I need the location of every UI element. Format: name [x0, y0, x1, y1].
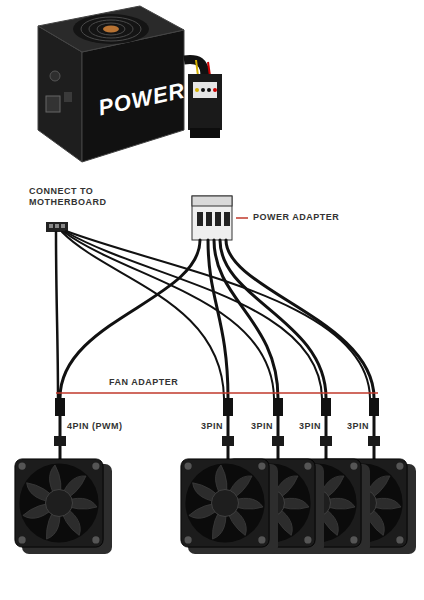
wire-bundle	[226, 240, 374, 398]
fan-connectors	[54, 398, 380, 460]
motherboard-connector	[46, 222, 68, 232]
power-adapter	[224, 212, 230, 226]
fan-connectors	[373, 446, 376, 460]
fan-connectors	[373, 416, 376, 436]
power-supply	[64, 92, 72, 102]
power-adapter	[197, 212, 203, 226]
fan-connectors	[59, 416, 62, 436]
fan-group	[181, 459, 269, 547]
fan-connectors	[277, 446, 280, 460]
power-supply	[97, 23, 125, 35]
wire-bundle	[56, 231, 374, 398]
fan-connectors	[369, 398, 379, 416]
power-supply	[89, 20, 133, 38]
power-adapter	[192, 196, 232, 206]
wire-bundle	[60, 240, 200, 398]
fan-connectors	[54, 436, 66, 446]
molex-connector	[193, 82, 217, 98]
motherboard-connector	[46, 222, 68, 232]
fan-connectors	[325, 446, 328, 460]
wire-bundle	[66, 231, 370, 398]
power-supply	[46, 96, 60, 112]
molex-connector	[184, 60, 205, 76]
fan-connectors	[227, 416, 230, 436]
motherboard-connector	[55, 224, 59, 228]
pin-label: 3PIN	[298, 421, 322, 432]
fan-connectors	[54, 398, 66, 460]
leader-line	[56, 392, 378, 394]
fan	[15, 459, 103, 547]
callout-label: FAN ADAPTER	[108, 377, 179, 388]
fan	[15, 459, 112, 554]
wire-bundle	[62, 232, 224, 398]
fan-group	[181, 459, 416, 554]
callout-label: POWER ADAPTER	[252, 212, 340, 223]
motherboard-connector	[49, 224, 53, 228]
power-supply	[38, 6, 184, 52]
fan-connectors	[59, 446, 62, 460]
fan-connectors	[223, 398, 233, 416]
power-adapter	[236, 217, 248, 219]
power-supply	[73, 14, 149, 44]
callout-label: CONNECT TO MOTHERBOARD	[28, 186, 130, 208]
pin-label: 3PIN	[346, 421, 370, 432]
molex-connector	[188, 74, 222, 130]
fan-connectors	[277, 416, 280, 436]
fan-connectors	[325, 416, 328, 436]
power-adapter	[192, 196, 232, 240]
fan-connectors	[321, 398, 331, 416]
pin-label: 3PIN	[250, 421, 274, 432]
molex-connector	[196, 60, 198, 76]
wire-bundle	[64, 232, 274, 398]
fan-connectors	[55, 398, 65, 416]
pin-label: 4PIN (PWM)	[66, 421, 124, 432]
fan-connectors	[368, 436, 380, 446]
power-adapter	[215, 212, 221, 226]
fan-connectors	[227, 446, 230, 460]
molex-connector	[208, 62, 210, 76]
molex-connector	[207, 88, 211, 92]
pin-label: 3PIN	[200, 421, 224, 432]
fan-connectors	[320, 436, 332, 446]
power-adapter	[206, 212, 212, 226]
molex-connector	[190, 128, 220, 138]
molex-connector	[213, 88, 217, 92]
wire-bundle	[56, 232, 58, 398]
fan-connectors	[272, 436, 284, 446]
power-supply	[50, 71, 60, 81]
power-supply	[103, 26, 119, 33]
power-adapter	[192, 196, 248, 240]
molex-connector	[184, 60, 222, 138]
wire-bundle	[66, 232, 322, 398]
molex-connector	[201, 88, 205, 92]
motherboard-connector	[61, 224, 65, 228]
fan-connectors	[222, 436, 234, 446]
molex-connector	[195, 88, 199, 92]
power-supply	[81, 17, 141, 41]
fan-connectors	[273, 398, 283, 416]
